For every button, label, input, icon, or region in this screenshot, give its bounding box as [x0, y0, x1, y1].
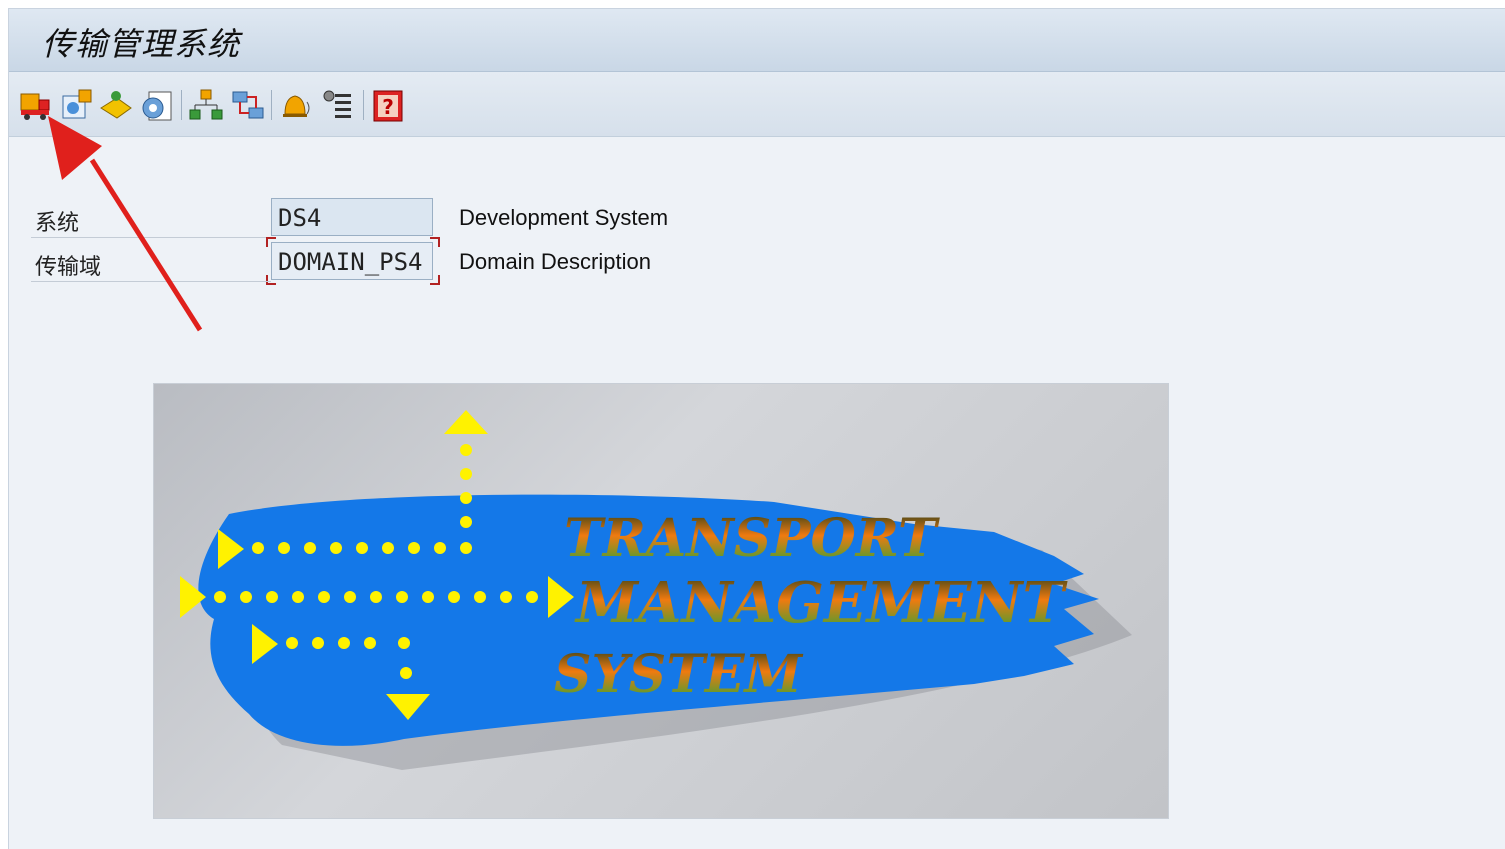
hierarchy-button[interactable] [189, 88, 223, 124]
tms-logo-graphic: TRANSPORT MANAGEMENT SYSTEM [180, 410, 1132, 770]
domain-field[interactable]: DOMAIN_PS4 [271, 242, 433, 280]
toolbar-separator [363, 90, 364, 120]
hierarchy-icon [189, 89, 223, 120]
title-bar: 传输管理系统 [9, 9, 1505, 72]
import-queue-button[interactable] [99, 88, 133, 124]
transport-routes-icon [20, 93, 50, 120]
system-description: Development System [459, 205, 669, 230]
logo-line-3: SYSTEM [554, 644, 804, 705]
system-label: 系统 [35, 211, 80, 236]
network-button[interactable] [231, 88, 265, 124]
domain-label: 传输域 [35, 255, 102, 280]
settings-list-button[interactable] [321, 88, 355, 124]
network-icon [232, 91, 264, 119]
display-config-icon [62, 89, 92, 119]
help-icon: ? [373, 90, 403, 122]
logo-line-2: MANAGEMENT [574, 570, 1068, 636]
overview-button[interactable] [139, 88, 173, 124]
tms-logo: TRANSPORT MANAGEMENT SYSTEM [153, 383, 1169, 819]
settings-list-icon [323, 90, 351, 118]
display-config-button[interactable] [61, 88, 95, 124]
svg-text:?: ? [382, 95, 394, 119]
toolbar-separator [181, 90, 182, 120]
row-divider [31, 237, 271, 238]
domain-description: Domain Description [459, 249, 651, 274]
import-queue-icon [100, 91, 132, 119]
page-title: 传输管理系统 [42, 25, 241, 63]
logo-line-1: TRANSPORT [564, 508, 940, 569]
toolbar-separator [271, 90, 272, 120]
main-content: 系统 DS4 Development System 传输域 DOMAIN_PS4… [9, 137, 1505, 849]
dotted-arrows [180, 410, 574, 720]
focus-frame [266, 237, 440, 285]
row-divider [31, 281, 271, 282]
alert-monitor-button[interactable] [279, 88, 313, 124]
overview-icon [142, 91, 172, 121]
toolbar: ? [9, 72, 1505, 137]
tms-window: 传输管理系统 [8, 8, 1505, 849]
help-button[interactable]: ? [371, 88, 405, 124]
transport-routes-button[interactable] [19, 88, 53, 124]
alert-monitor-icon [283, 95, 310, 117]
system-field[interactable]: DS4 [271, 198, 433, 236]
